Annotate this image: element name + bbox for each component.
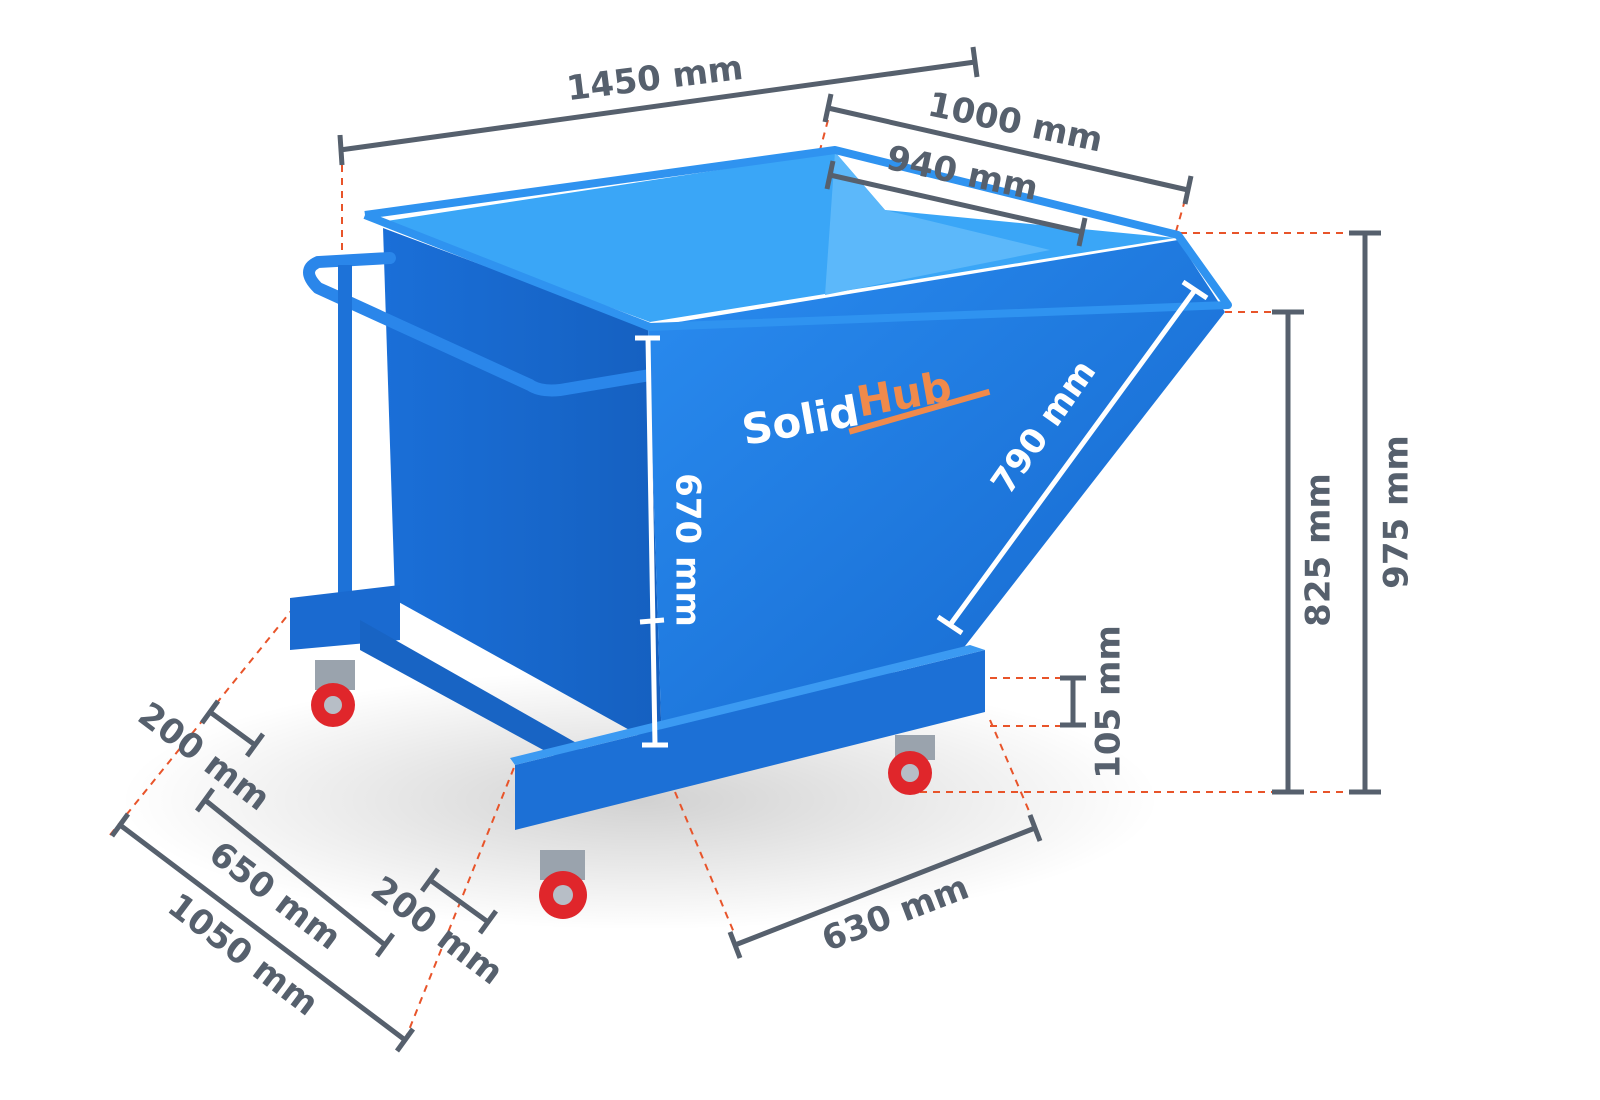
- dim-line-1000: [822, 93, 1194, 205]
- dimension-lines: [109, 46, 1381, 1053]
- bin-front-face: [648, 240, 1225, 748]
- bin-rim: [363, 146, 1232, 331]
- label-frame-height: 105 mm: [1089, 625, 1129, 779]
- dim-line-1050: [109, 812, 416, 1053]
- label-inner-height: 670 mm: [668, 473, 708, 627]
- handle-post: [338, 265, 352, 595]
- dim-line-200-left: [199, 699, 266, 758]
- dim-line-630: [727, 814, 1043, 959]
- dim-line-790: [936, 279, 1209, 636]
- dim-line-200-right: [419, 867, 499, 935]
- caster-front: [539, 850, 587, 919]
- frame-front-bar: [515, 650, 985, 830]
- label-inner-width: 940 mm: [883, 138, 1042, 209]
- caster-left: [311, 660, 355, 727]
- frame-front-top: [510, 645, 985, 765]
- label-overall-height: 975 mm: [1377, 435, 1417, 589]
- dim-line-105: [1060, 675, 1086, 728]
- caster-right: [888, 735, 935, 795]
- label-body-height: 825 mm: [1299, 473, 1339, 627]
- dim-line-1450: [337, 46, 980, 166]
- casters: [311, 660, 935, 919]
- dim-line-670: [635, 335, 668, 748]
- bin-inner-slope: [825, 152, 1050, 295]
- dim-line-650: [194, 787, 396, 958]
- bin-side-face: [383, 228, 662, 748]
- bin-inner: [380, 152, 1175, 322]
- bin-handle: [303, 252, 656, 397]
- frame-cross-bar: [360, 620, 580, 770]
- dim-line-940: [824, 160, 1088, 247]
- dim-line-975: [1349, 230, 1381, 795]
- dim-line-825: [1272, 309, 1304, 795]
- tipping-skip-bin: [290, 146, 1232, 830]
